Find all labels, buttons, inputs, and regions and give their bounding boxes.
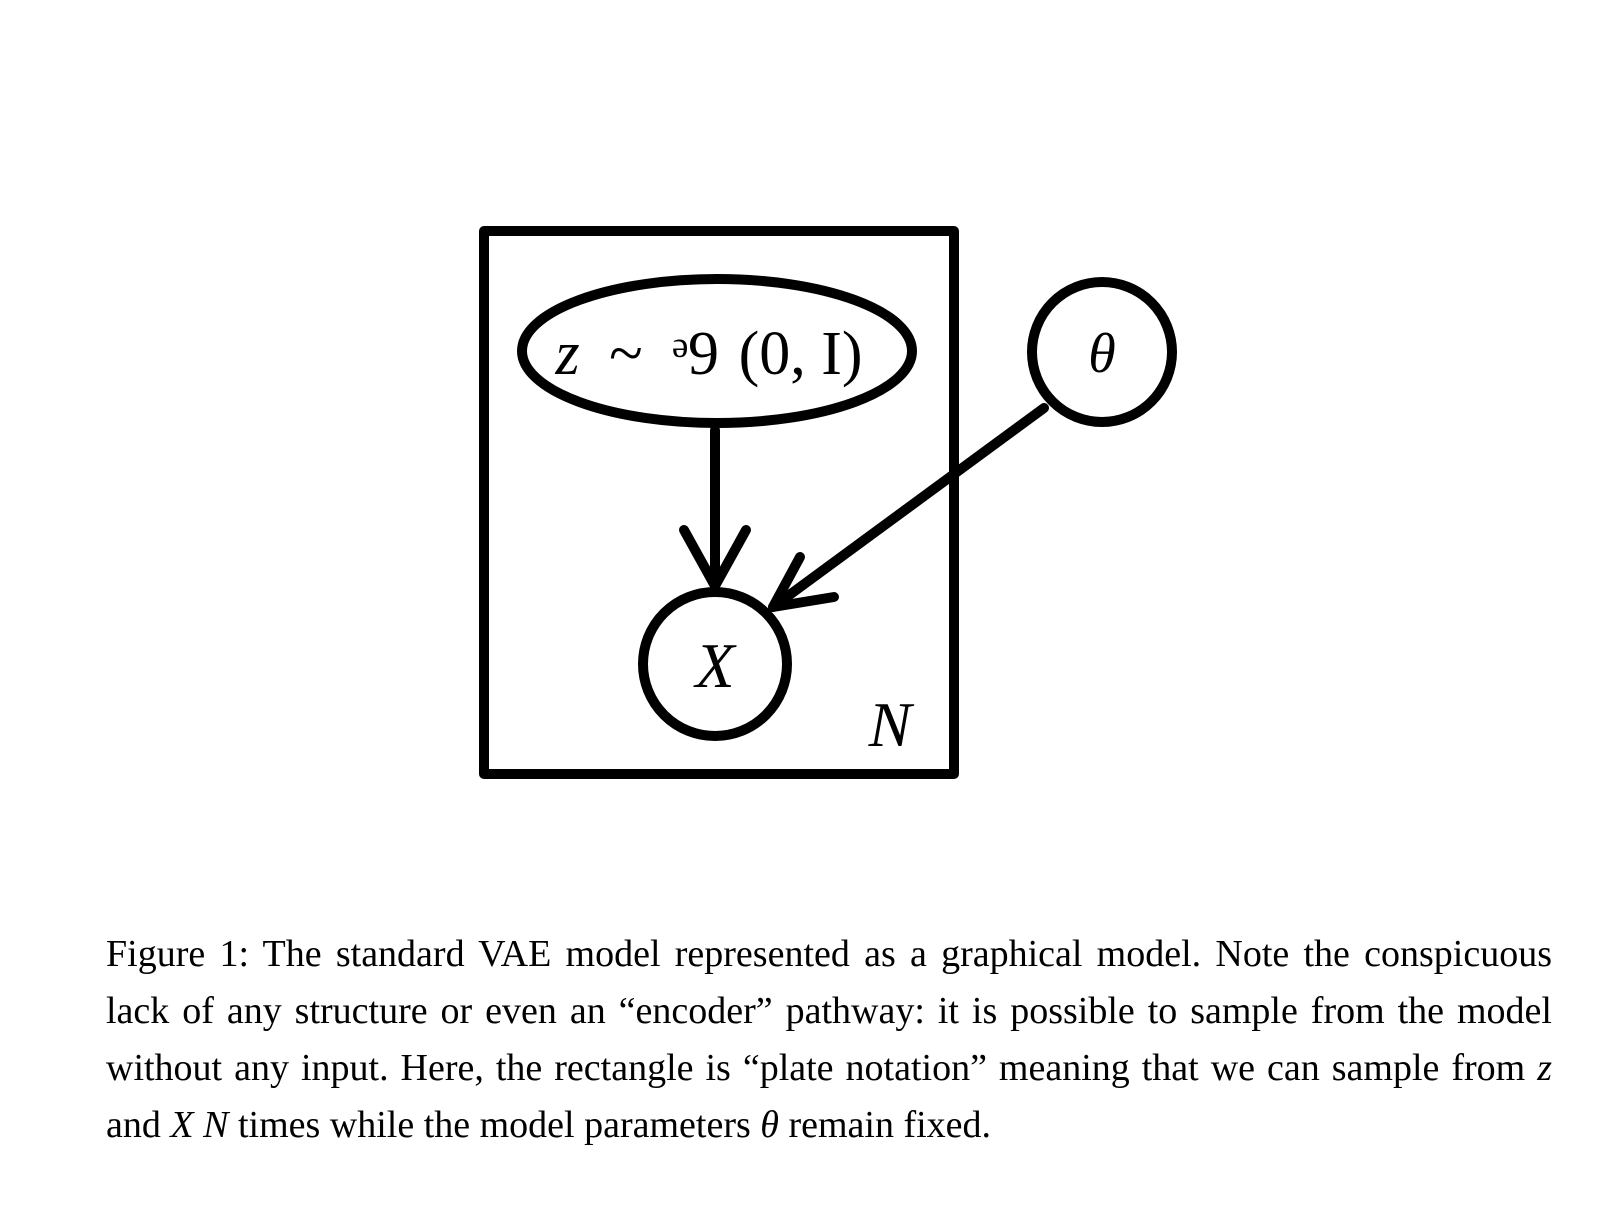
caption-var-theta: θ [760,1104,779,1146]
latent-z-symbol: z [554,320,579,388]
arrowhead-theta-to-x [768,552,839,612]
caption-and: and [106,1104,171,1146]
edge-theta-to-x [768,403,1049,612]
latent-node-z [517,274,917,428]
caption-text-part1: Figure 1: The standard VAE model represe… [106,933,1552,1089]
latent-tilde-symbol: ~ [609,320,643,388]
observed-node-x [638,587,792,741]
vae-graphical-model: z ~ ᵊ9 (0, I) θ X N [479,226,1177,779]
caption-var-z: z [1537,1047,1552,1089]
caption-text-part3: remain fixed. [778,1104,992,1146]
caption-text-part2: times while the model parameters [228,1104,761,1146]
latent-args: (0, I) [739,320,863,388]
plate-label: N [868,689,915,760]
arrowhead-z-to-x [679,525,751,591]
figure-caption: Figure 1: The standard VAE model represe… [106,926,1552,1154]
observed-node-label: X [692,630,737,701]
latent-normal-symbol: ᵊ9 [672,320,719,388]
caption-var-n: N [203,1104,229,1146]
parameter-node-theta [1027,277,1177,427]
parameter-node-label: θ [1088,323,1116,385]
latent-node-label: z ~ ᵊ9 (0, I) [554,320,862,388]
caption-var-x: X [170,1104,194,1146]
plate-rectangle [479,226,959,779]
